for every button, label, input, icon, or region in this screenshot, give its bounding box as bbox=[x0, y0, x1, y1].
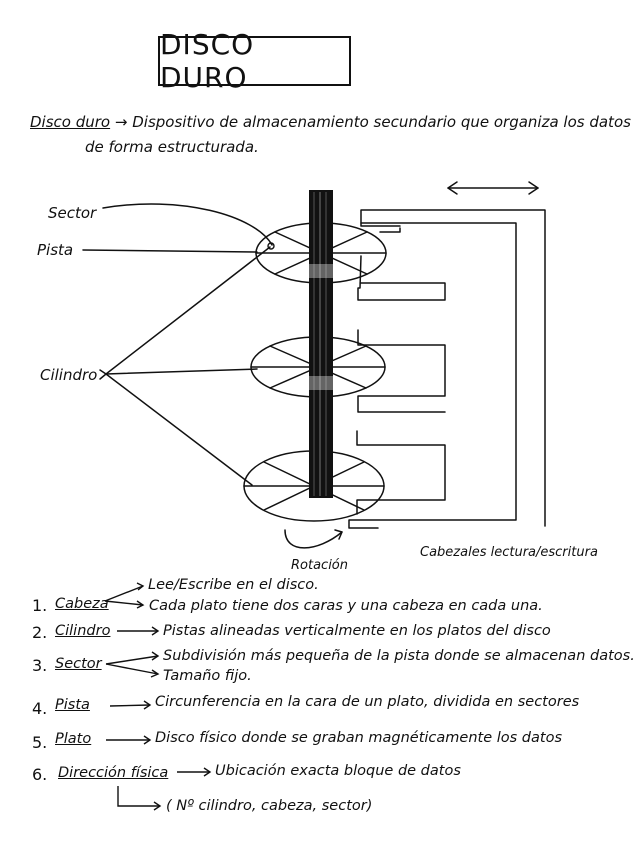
label-rotacion: Rotación bbox=[291, 558, 348, 573]
definition-term: Disco duro bbox=[30, 113, 111, 131]
item-number: 3. bbox=[32, 656, 48, 675]
item-term: Cabeza bbox=[55, 596, 109, 612]
label-cabezales: Cabezales lectura/escritura bbox=[420, 545, 598, 560]
item-term: Dirección física bbox=[58, 765, 169, 781]
label-cilindro: Cilindro bbox=[40, 366, 97, 384]
item-desc: Cada plato tiene dos caras y una cabeza … bbox=[149, 598, 543, 614]
item-term: Plato bbox=[55, 731, 92, 747]
item-desc: Pistas alineadas verticalmente en los pl… bbox=[163, 623, 551, 639]
item-term: Cilindro bbox=[55, 623, 111, 639]
definition-text-1: Dispositivo de almacenamiento secundario… bbox=[132, 113, 631, 131]
sector-pointer-line bbox=[102, 203, 273, 246]
cilindro-pointer-line-3 bbox=[105, 373, 253, 486]
rotation-arrow-icon bbox=[284, 529, 343, 549]
item-term: Sector bbox=[55, 656, 102, 672]
label-pista: Pista bbox=[37, 241, 73, 259]
item-desc: Circunferencia en la cara de un plato, d… bbox=[155, 694, 580, 710]
double-arrow-icon bbox=[447, 181, 539, 195]
item-desc: Ubicación exacta bloque de datos bbox=[215, 763, 461, 779]
spindle bbox=[309, 190, 333, 498]
item-desc: Disco físico donde se graban magnéticame… bbox=[155, 730, 563, 746]
item-number: 4. bbox=[32, 699, 48, 718]
label-sector: Sector bbox=[48, 204, 97, 222]
read-write-heads bbox=[348, 209, 546, 529]
pista-pointer-line bbox=[82, 249, 258, 253]
cilindro-pointer-line-1 bbox=[105, 246, 271, 375]
definition-line-1: Disco duro → Dispositivo de almacenamien… bbox=[30, 113, 631, 131]
item-number: 6. bbox=[32, 765, 48, 784]
item-desc: Lee/Escribe en el disco. bbox=[148, 577, 319, 593]
item-term: Pista bbox=[55, 697, 90, 713]
item-desc: Subdivisión más pequeña de la pista dond… bbox=[163, 648, 635, 664]
definition-arrow: → bbox=[114, 113, 128, 131]
item-number: 2. bbox=[32, 623, 48, 642]
item-number: 1. bbox=[32, 596, 48, 615]
item-number: 5. bbox=[32, 733, 48, 752]
item-desc: Tamaño fijo. bbox=[163, 668, 252, 684]
item-desc: ( Nº cilindro, cabeza, sector) bbox=[166, 798, 373, 814]
definition-line-2: de forma estructurada. bbox=[85, 138, 259, 156]
cilindro-pointer-line-2 bbox=[105, 368, 258, 375]
